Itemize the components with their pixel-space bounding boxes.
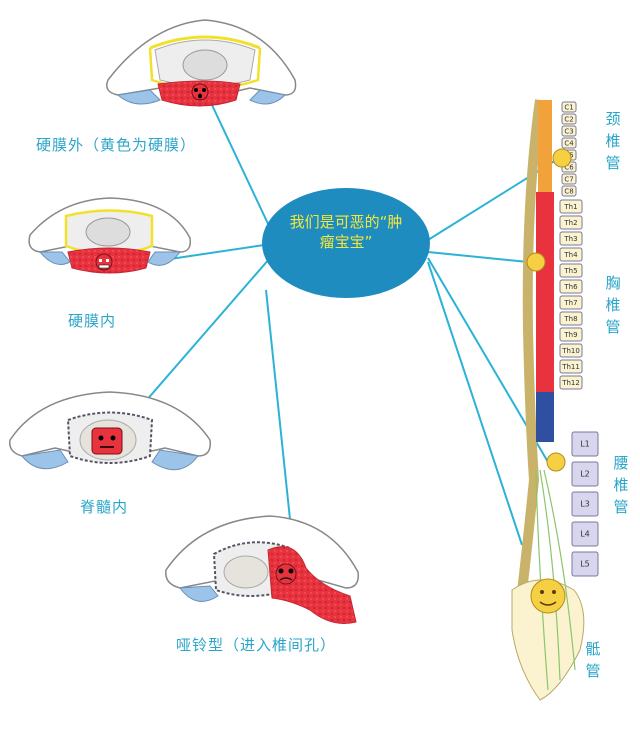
thoracic-vertebra-label: Th10 (561, 347, 580, 355)
thoracic-vertebra-box (559, 295, 583, 310)
thoracic-vertebra-box (559, 327, 583, 342)
thoracic-vertebra-box (559, 215, 583, 230)
cervical-vertebra-label: C8 (564, 187, 573, 195)
cervical-vertebra-box (561, 173, 577, 185)
thoracic-vertebra-label: Th3 (563, 235, 577, 243)
center-hub-text: 我们是可恶的“肿瘤宝宝” (289, 213, 403, 251)
cervical-vertebra-box (561, 125, 577, 137)
cross-section-epidural (106, 19, 297, 107)
label-sacral: 骶管 (585, 640, 601, 680)
tumor-emoji-markers (526, 148, 572, 614)
thoracic-vertebra-box (559, 263, 583, 278)
cervical-vertebrae: C1C2C3C4C5C6C7C8 (561, 101, 577, 197)
label-cervical: 颈椎管 (605, 110, 621, 172)
thoracic-vertebra-label: Th5 (563, 267, 577, 275)
label-lumbar: 腰椎管 (613, 454, 629, 516)
cervical-vertebra-label: C3 (564, 127, 573, 135)
thoracic-vertebra-label: Th11 (561, 363, 580, 371)
connector-dumbbell (265, 289, 294, 549)
label-dumbbell: 哑铃型（进入椎间孔） (176, 636, 337, 654)
thoracic-vertebra-box (559, 199, 583, 214)
lumbar-vertebra-label: L2 (580, 470, 590, 479)
nerve-roots (535, 469, 576, 691)
thoracic-vertebra-label: Th1 (563, 203, 577, 211)
spine: C1C2C3C4C5C6C7C8 Th1Th2Th3Th4Th5Th6Th7Th… (511, 99, 599, 701)
lumbar-vertebra-label: L5 (580, 560, 590, 569)
cross-section-dumbbell (165, 515, 359, 624)
cervical-vertebra-label: C2 (564, 115, 573, 123)
connector-epidural (211, 104, 271, 229)
cross-section-intramedullary (9, 391, 211, 471)
lumbar-vertebra-box (571, 491, 599, 517)
lumbar-vertebra-label: L1 (580, 440, 590, 449)
connector-sacral (427, 261, 523, 546)
thoracic-vertebra-label: Th8 (563, 315, 577, 323)
connector-thoracic (427, 251, 529, 263)
lumbar-vertebra-label: L4 (580, 530, 590, 539)
cervical-vertebra-label: C6 (564, 163, 574, 171)
thoracic-vertebra-label: Th12 (561, 379, 580, 387)
cervical-vertebra-label: C1 (564, 103, 573, 111)
label-intradural: 硬膜内 (68, 312, 117, 330)
label-epidural: 硬膜外（黄色为硬膜） (36, 136, 197, 154)
cervical-vertebra-box (561, 185, 577, 197)
lumbar-vertebra-box (571, 521, 599, 547)
lumbar-vertebra-label: L3 (580, 500, 590, 509)
center-hub (262, 188, 430, 298)
cervical-vertebra-box (561, 137, 577, 149)
thoracic-vertebra-label: Th2 (563, 219, 577, 227)
thoracic-vertebra-label: Th4 (563, 251, 578, 259)
cervical-vertebra-box (561, 113, 577, 125)
cross-section-intradural (28, 197, 192, 274)
thoracic-vertebra-label: Th6 (563, 283, 578, 291)
lumbar-vertebra-box (571, 551, 599, 577)
thoracic-vertebra-label: Th7 (563, 299, 577, 307)
thoracic-vertebra-box (559, 343, 583, 358)
connector-lines (111, 104, 557, 549)
label-intramedullary: 脊髓内 (80, 498, 129, 516)
thoracic-vertebra-box (559, 311, 583, 326)
label-thoracic: 胸椎管 (605, 274, 621, 336)
thoracic-vertebra-box (559, 231, 583, 246)
lumbar-vertebra-box (571, 431, 599, 457)
thoracic-vertebra-box (559, 359, 583, 374)
thoracic-vertebra-box (559, 279, 583, 294)
thoracic-vertebra-box (559, 247, 583, 262)
cervical-vertebra-label: C4 (564, 139, 574, 147)
thoracic-vertebra-label: Th9 (563, 331, 577, 339)
lumbar-vertebra-box (571, 461, 599, 487)
cervical-vertebra-box (561, 101, 577, 113)
cervical-vertebra-label: C7 (564, 175, 573, 183)
thoracic-vertebra-box (559, 375, 583, 390)
